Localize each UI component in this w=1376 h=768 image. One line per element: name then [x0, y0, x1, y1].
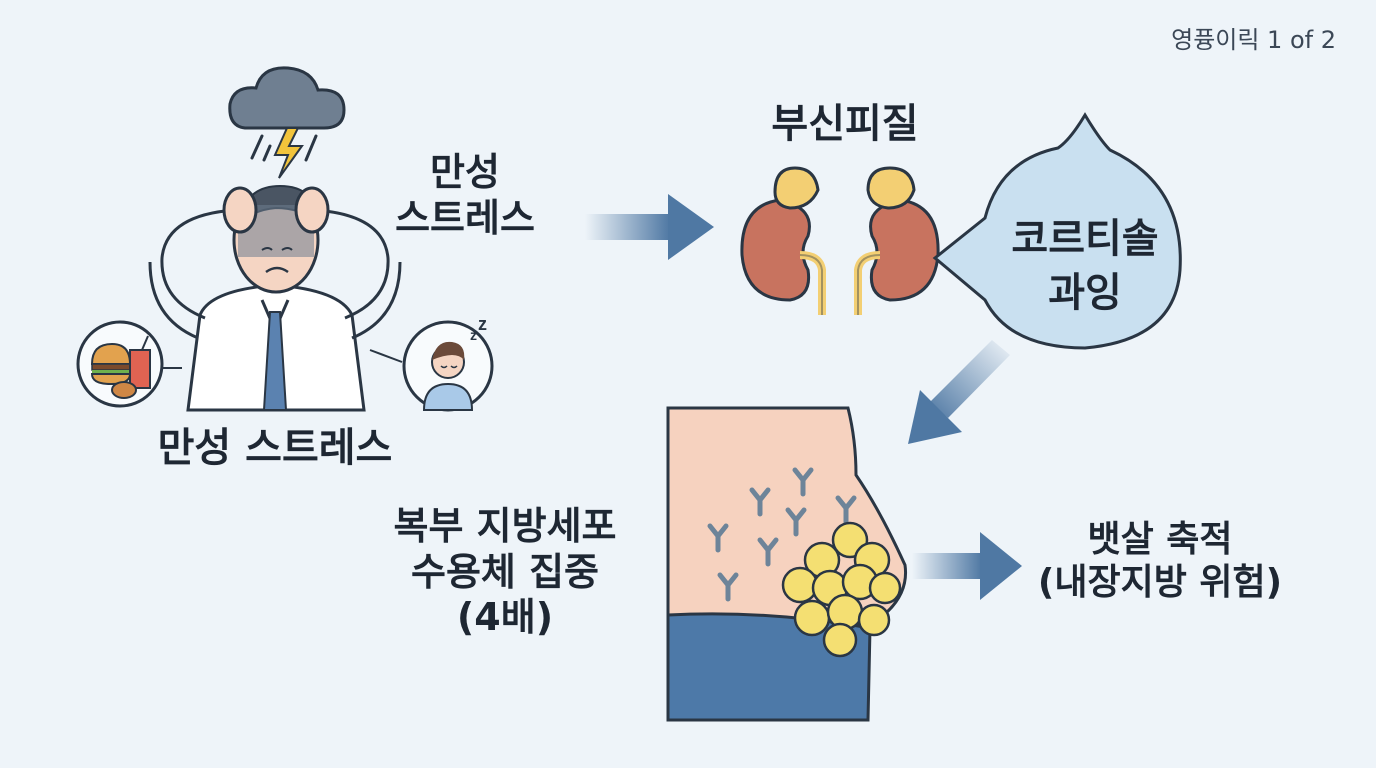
storm-cloud-icon — [228, 66, 346, 179]
arrow-stress-to-adrenal — [585, 194, 714, 260]
chronic-stress-line1: 만성 — [430, 150, 500, 194]
svg-text:z: z — [478, 314, 487, 334]
adrenal-cortex-label: 부신피질 — [771, 101, 919, 147]
cortisol-line2: 과잉 — [1048, 270, 1122, 316]
bellyfat-line2: (내장지방 위험) — [1037, 562, 1283, 604]
receptor-concentration-label: 복부 지방세포 수용체 집중 (4배) — [340, 504, 670, 641]
fat-cells-icon — [781, 521, 902, 658]
chronic-stress-line2: 스트레스 — [395, 195, 535, 240]
cortisol-bubble — [932, 112, 1182, 350]
arrow-cortisol-to-belly — [908, 340, 1010, 444]
chronic-stress-label: 만성 스트레스 — [157, 425, 393, 471]
sleeping-person-icon: z z — [402, 314, 494, 412]
receptors-line3: (4배) — [456, 595, 554, 640]
chronic-stress-arrow-label: 만성 스트레스 — [365, 150, 565, 241]
kidneys-icon — [740, 166, 940, 315]
stressed-person-icon — [148, 184, 403, 412]
junk-food-icon — [76, 320, 164, 408]
receptor-icons — [707, 467, 857, 602]
receptors-line1: 복부 지방세포 — [393, 504, 617, 548]
belly-fat-label: 뱃살 축적 (내장지방 위험) — [1000, 518, 1320, 604]
cortisol-excess-label: 코르티솔 과잉 — [985, 212, 1185, 320]
arrow-belly-to-accumulation — [912, 532, 1022, 600]
receptors-line2: 수용체 집중 — [410, 549, 600, 594]
svg-text:z: z — [470, 327, 477, 343]
cortisol-line1: 코르티솔 — [1011, 216, 1159, 262]
page-counter: 영퓽이릭 1 of 2 — [1171, 26, 1336, 54]
bellyfat-line1: 뱃살 축적 — [1087, 519, 1233, 560]
